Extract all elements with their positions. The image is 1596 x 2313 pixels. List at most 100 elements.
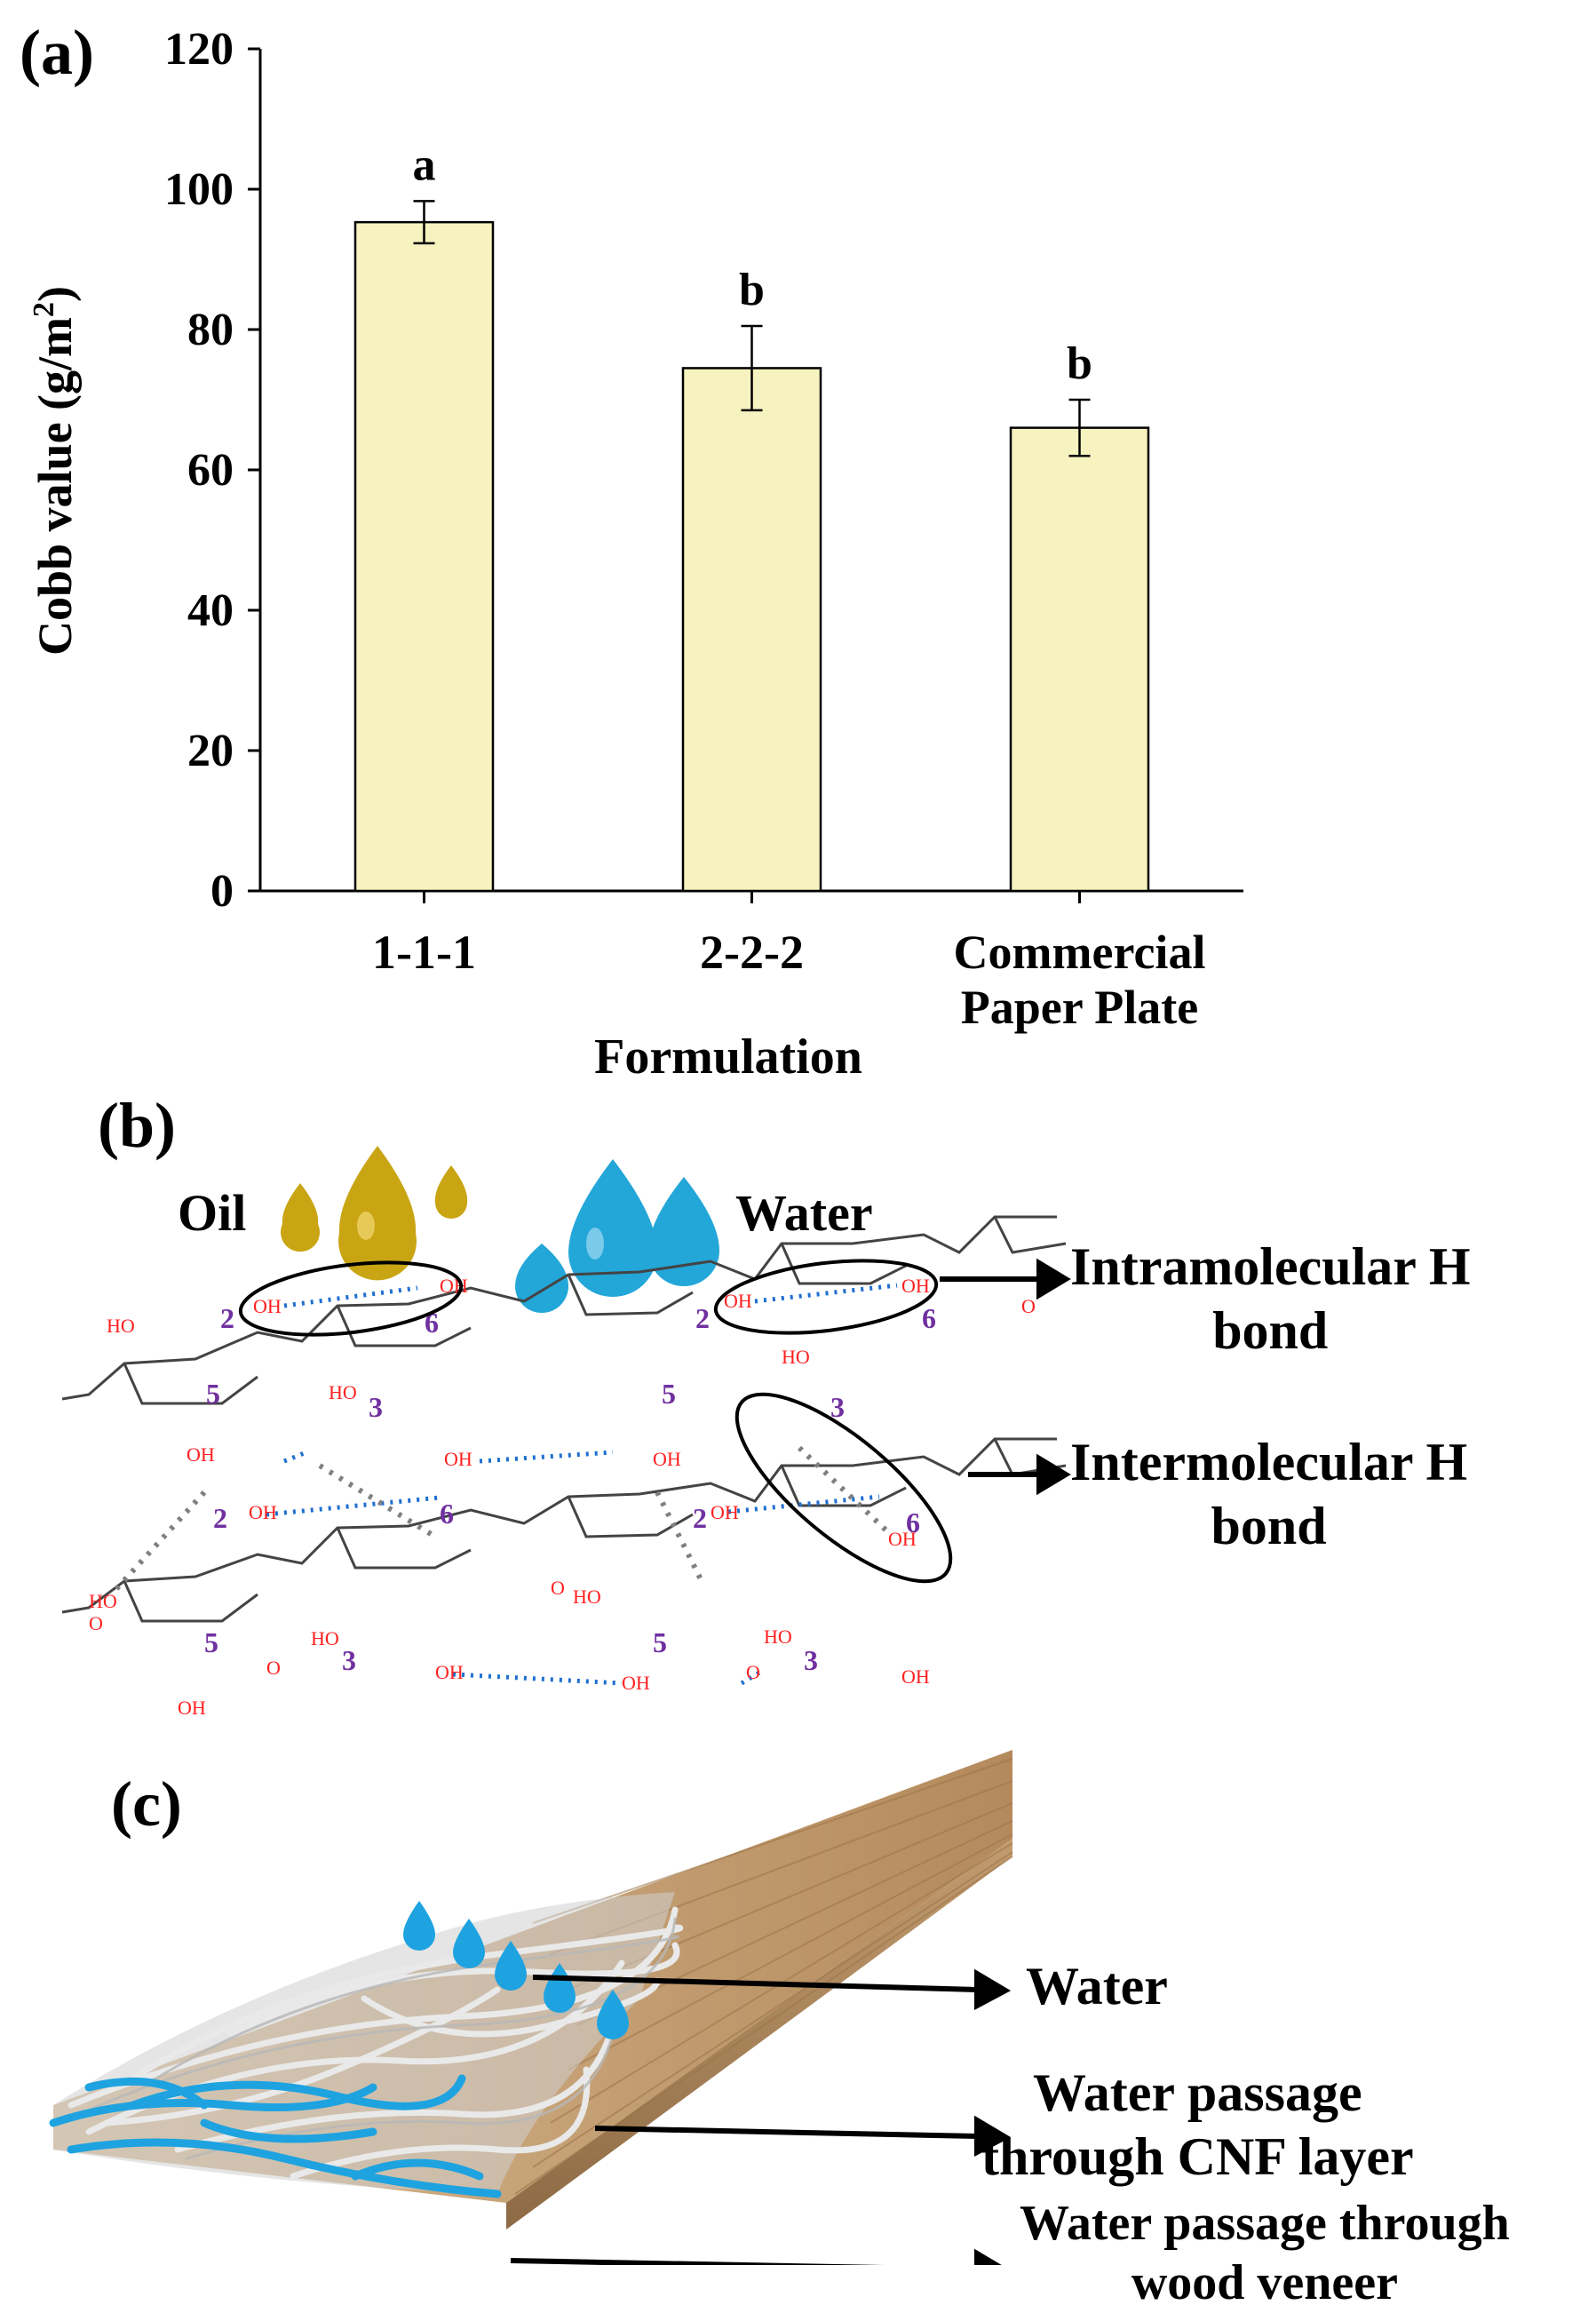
y-tick-label: 100 bbox=[164, 164, 234, 215]
cellulose-hbond-diagram: Oil Water bbox=[61, 1146, 1071, 1719]
svg-text:6: 6 bbox=[906, 1506, 920, 1538]
oil-drop-medium bbox=[434, 1165, 468, 1219]
svg-text:OH: OH bbox=[249, 1501, 277, 1523]
svg-text:2: 2 bbox=[693, 1502, 707, 1534]
cnf-passage-label: Water passage through CNF layer bbox=[981, 2061, 1414, 2189]
svg-text:O: O bbox=[89, 1612, 103, 1634]
cellulose-chain-lower bbox=[61, 1437, 1067, 1623]
svg-text:OH: OH bbox=[435, 1661, 464, 1683]
svg-text:OH: OH bbox=[253, 1295, 282, 1317]
intramolecular-ellipse-left bbox=[238, 1260, 464, 1337]
svg-text:HO: HO bbox=[573, 1586, 601, 1608]
svg-text:OH: OH bbox=[440, 1275, 468, 1297]
svg-text:2: 2 bbox=[695, 1302, 710, 1334]
svg-text:O: O bbox=[1021, 1295, 1036, 1317]
highlight-ellipses bbox=[238, 1259, 953, 1584]
intermolecular-label-line1: Intermolecular H bbox=[1070, 1433, 1468, 1491]
svg-text:2: 2 bbox=[213, 1502, 227, 1534]
cobb-bar-chart: Cobb value (g/m2) Formulation 0 20 40 60 80 1… bbox=[28, 24, 1243, 1085]
water-surface-label: Water bbox=[1026, 1957, 1168, 2015]
svg-text:OH: OH bbox=[901, 1665, 930, 1688]
x-tick-label: Paper Plate bbox=[961, 981, 1198, 1034]
intermolecular-label-line2: bond bbox=[1211, 1497, 1327, 1555]
x-axis-label: Formulation bbox=[594, 1029, 862, 1085]
surface-water-drop bbox=[453, 1919, 485, 1968]
surface-water-drop bbox=[597, 1990, 629, 2039]
svg-text:OH: OH bbox=[901, 1275, 930, 1297]
svg-text:OH: OH bbox=[888, 1528, 917, 1550]
svg-text:O: O bbox=[746, 1661, 760, 1683]
oil-drop-large bbox=[338, 1146, 417, 1281]
y-tick-label: 40 bbox=[187, 585, 234, 636]
svg-text:HO: HO bbox=[311, 1627, 339, 1649]
intramolecular-ellipse-right bbox=[713, 1259, 939, 1335]
svg-text:HO: HO bbox=[329, 1381, 357, 1403]
svg-text:OH: OH bbox=[653, 1448, 681, 1470]
bar bbox=[681, 367, 822, 893]
water-drop-small bbox=[515, 1244, 568, 1313]
svg-text:3: 3 bbox=[369, 1391, 383, 1423]
svg-text:OH: OH bbox=[711, 1501, 739, 1523]
svg-text:OH: OH bbox=[622, 1672, 650, 1694]
cnf-passage-line1: Water passage bbox=[1033, 2063, 1362, 2122]
cnf-wood-illustration bbox=[49, 1750, 1013, 2265]
wood-passage-label: Water passage through wood veneer bbox=[1020, 2194, 1510, 2313]
oil-label: Oil bbox=[178, 1184, 246, 1242]
svg-text:HO: HO bbox=[107, 1315, 135, 1337]
svg-text:OH: OH bbox=[187, 1443, 215, 1466]
svg-text:HO: HO bbox=[89, 1590, 117, 1612]
y-tick-label: 0 bbox=[210, 866, 234, 917]
svg-text:6: 6 bbox=[440, 1498, 454, 1530]
svg-text:2: 2 bbox=[220, 1302, 234, 1334]
svg-text:6: 6 bbox=[922, 1302, 936, 1334]
water-label: Water bbox=[735, 1184, 873, 1242]
y-tick-label: 80 bbox=[187, 305, 234, 355]
wood-passage-line2: wood veneer bbox=[1131, 2255, 1398, 2311]
svg-text:5: 5 bbox=[206, 1378, 220, 1410]
x-tick-label: Commercial bbox=[954, 926, 1206, 979]
panel-b-arrows bbox=[940, 1258, 1071, 1496]
svg-text:HO: HO bbox=[782, 1346, 810, 1368]
surface-water-drops bbox=[403, 1901, 629, 2039]
x-tick-label: 1-1-1 bbox=[372, 926, 476, 979]
cellulose-chain-upper bbox=[61, 1215, 1067, 1405]
intramolecular-label: Intramolecular H bond bbox=[1070, 1235, 1471, 1363]
svg-text:3: 3 bbox=[830, 1391, 845, 1423]
intramolecular-label-line2: bond bbox=[1212, 1301, 1329, 1360]
significance-label: b bbox=[1067, 338, 1092, 389]
svg-text:OH: OH bbox=[444, 1448, 472, 1470]
water-droplets bbox=[515, 1159, 719, 1313]
panel-b-label: (b) bbox=[98, 1090, 176, 1161]
atom-labels: OH OH OH OH HO HO HO OH OH OH OH OH OH H… bbox=[89, 1275, 1036, 1719]
svg-text:HO: HO bbox=[764, 1625, 792, 1648]
y-tick-label: 20 bbox=[187, 726, 234, 776]
panel-a-label: (a) bbox=[20, 17, 94, 88]
panel-c-label: (c) bbox=[111, 1769, 182, 1840]
intramolecular-hbonds bbox=[266, 1283, 898, 1686]
y-tick-label: 60 bbox=[187, 445, 234, 496]
oil-droplets bbox=[281, 1146, 468, 1281]
carbon-position-labels: 2 6 5 3 2 6 5 3 2 6 5 3 2 6 5 3 bbox=[204, 1302, 936, 1676]
svg-text:3: 3 bbox=[342, 1644, 356, 1676]
oil-drop-small bbox=[281, 1183, 321, 1252]
panel-c-arrows bbox=[510, 1968, 1012, 2265]
svg-text:OH: OH bbox=[178, 1697, 206, 1719]
wood-passage-line1: Water passage through bbox=[1020, 2196, 1510, 2251]
bar bbox=[353, 220, 495, 893]
water-drop-medium bbox=[648, 1177, 719, 1286]
water-drop-large bbox=[568, 1159, 657, 1297]
svg-text:5: 5 bbox=[662, 1378, 676, 1410]
intermolecular-ellipse bbox=[734, 1392, 953, 1584]
intermolecular-hbonds bbox=[113, 1445, 891, 1593]
surface-water-drop bbox=[403, 1901, 435, 1951]
intermolecular-label: Intermolecular H bond bbox=[1070, 1430, 1467, 1558]
significance-label: b bbox=[739, 265, 765, 315]
intramolecular-label-line1: Intramolecular H bbox=[1070, 1237, 1471, 1296]
svg-text:5: 5 bbox=[653, 1626, 667, 1658]
cnf-passage-line2: through CNF layer bbox=[981, 2127, 1414, 2186]
svg-text:O: O bbox=[266, 1657, 281, 1679]
y-axis-label: Cobb value (g/m2) bbox=[28, 286, 82, 656]
x-tick-label: 2-2-2 bbox=[700, 926, 804, 979]
y-tick-label: 120 bbox=[164, 24, 234, 75]
svg-text:3: 3 bbox=[804, 1644, 818, 1676]
